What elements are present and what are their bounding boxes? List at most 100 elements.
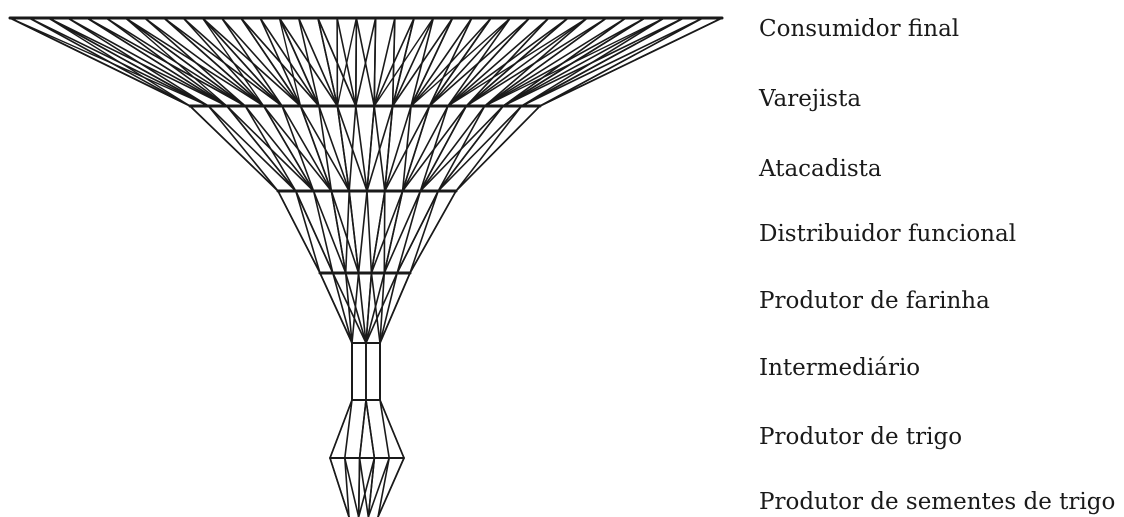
funnel-connector-3 (365, 272, 386, 344)
funnel-connector-2 (330, 190, 347, 274)
funnel-fan-line (410, 17, 512, 107)
funnel-connector-0 (428, 17, 512, 107)
funnel-connector-2 (383, 190, 386, 274)
stage-label-atacadista: Atacadista (759, 156, 882, 182)
funnel-connector-5 (358, 399, 367, 459)
funnel-connector-5 (379, 399, 391, 459)
funnel-connector-1 (207, 105, 297, 192)
funnel-connector-5 (365, 399, 376, 459)
funnel-connector-1 (281, 105, 315, 192)
funnel-connector-2 (366, 190, 373, 274)
funnel-connector-1 (419, 105, 468, 192)
funnel-connector-2 (409, 190, 440, 274)
funnel-connector-2 (383, 190, 422, 274)
funnel-connector-0 (354, 17, 358, 107)
funnel-connector-2 (409, 190, 457, 274)
funnel-connector-0 (373, 17, 377, 107)
funnel-connector-0 (391, 17, 454, 107)
funnel-connector-0 (163, 17, 265, 107)
funnel-connector-6 (377, 457, 391, 517)
funnel-connector-1 (348, 105, 357, 192)
funnel-fan-line (336, 17, 358, 107)
funnel-connector-0 (391, 17, 435, 107)
funnel-fan-line (278, 17, 302, 107)
funnel-fan-line (391, 17, 396, 107)
funnel-fan-line (502, 17, 627, 107)
stage-label-produtor-de-sementes-de-trigo: Produtor de sementes de trigo (759, 489, 1116, 515)
funnel-connector-5 (379, 399, 405, 459)
funnel-connector-1 (281, 105, 333, 192)
funnel-connector-1 (383, 105, 431, 192)
funnel-connector-1 (189, 105, 279, 192)
funnel-connector-0 (483, 17, 608, 107)
funnel-connector-1 (244, 105, 297, 192)
funnel-fan-line (317, 17, 357, 107)
funnel-fan-line (201, 17, 265, 107)
funnel-connector-3 (319, 272, 353, 344)
funnel-connector-1 (299, 105, 333, 192)
funnel-fan-line (163, 17, 283, 107)
stage-label-consumidor-final: Consumidor final (759, 16, 960, 42)
funnel-connector-6 (357, 457, 361, 517)
funnel-connector-2 (294, 190, 321, 274)
funnel-connector-3 (351, 272, 360, 344)
funnel-connector-0 (539, 17, 723, 107)
funnel-connector-3 (357, 272, 367, 344)
funnel-connector-0 (143, 17, 247, 107)
funnel-connector-2 (312, 190, 334, 274)
funnel-connector-0 (47, 17, 210, 107)
funnel-connector-1 (437, 105, 523, 192)
funnel-connector-2 (330, 190, 360, 274)
funnel-connector-3 (332, 272, 353, 344)
funnel-connector-0 (410, 17, 454, 107)
funnel-connector-1 (244, 105, 315, 192)
funnel-connector-2 (396, 190, 440, 274)
funnel-connector-0 (502, 17, 666, 107)
funnel-connector-1 (226, 105, 297, 192)
funnel-connector-6 (367, 457, 376, 517)
funnel-connector-1 (383, 105, 412, 192)
funnel-connector-0 (354, 17, 377, 107)
funnel-connector-5 (343, 399, 353, 459)
funnel-connector-2 (344, 190, 351, 274)
funnel-fan-line (240, 17, 320, 107)
funnel-connector-1 (207, 105, 279, 192)
funnel-connector-0 (66, 17, 210, 107)
funnel-connector-0 (143, 17, 265, 107)
stage-label-intermediario: Intermediário (759, 355, 921, 381)
funnel-connector-0 (483, 17, 627, 107)
funnel-connector-6 (377, 457, 405, 517)
funnel-connector-2 (277, 190, 321, 274)
funnel-connector-2 (370, 190, 404, 274)
funnel-connector-6 (329, 457, 350, 517)
funnel-connector-2 (370, 190, 386, 274)
funnel-connector-0 (410, 17, 473, 107)
funnel-connector-0 (240, 17, 302, 107)
funnel-fan-line (539, 17, 704, 107)
funnel-connector-1 (419, 105, 486, 192)
funnel-connector-0 (297, 17, 320, 107)
funnel-fan-line (447, 17, 588, 107)
funnel-connector-0 (465, 17, 608, 107)
distribution-funnel-diagram (8, 16, 724, 517)
stage-label-produtor-de-trigo: Produtor de trigo (759, 424, 963, 450)
funnel-connector-6 (357, 457, 376, 517)
funnel-connector-6 (343, 457, 360, 517)
funnel-connector-0 (278, 17, 320, 107)
stage-label-varejista: Varejista (759, 86, 862, 112)
funnel-connector-0 (502, 17, 685, 107)
funnel-connector-2 (396, 190, 422, 274)
funnel-connector-0 (9, 17, 191, 107)
funnel-connector-3 (379, 272, 411, 344)
funnel-connector-6 (343, 457, 350, 517)
funnel-connector-1 (419, 105, 504, 192)
funnel-connector-0 (201, 17, 283, 107)
funnel-connector-3 (344, 272, 353, 344)
funnel-connector-2 (294, 190, 334, 274)
funnel-connector-0 (373, 17, 396, 107)
funnel-connector-1 (366, 105, 376, 192)
funnel-connector-0 (66, 17, 228, 107)
funnel-connector-3 (365, 272, 373, 344)
funnel-connector-0 (220, 17, 283, 107)
funnel-connector-1 (401, 105, 449, 192)
